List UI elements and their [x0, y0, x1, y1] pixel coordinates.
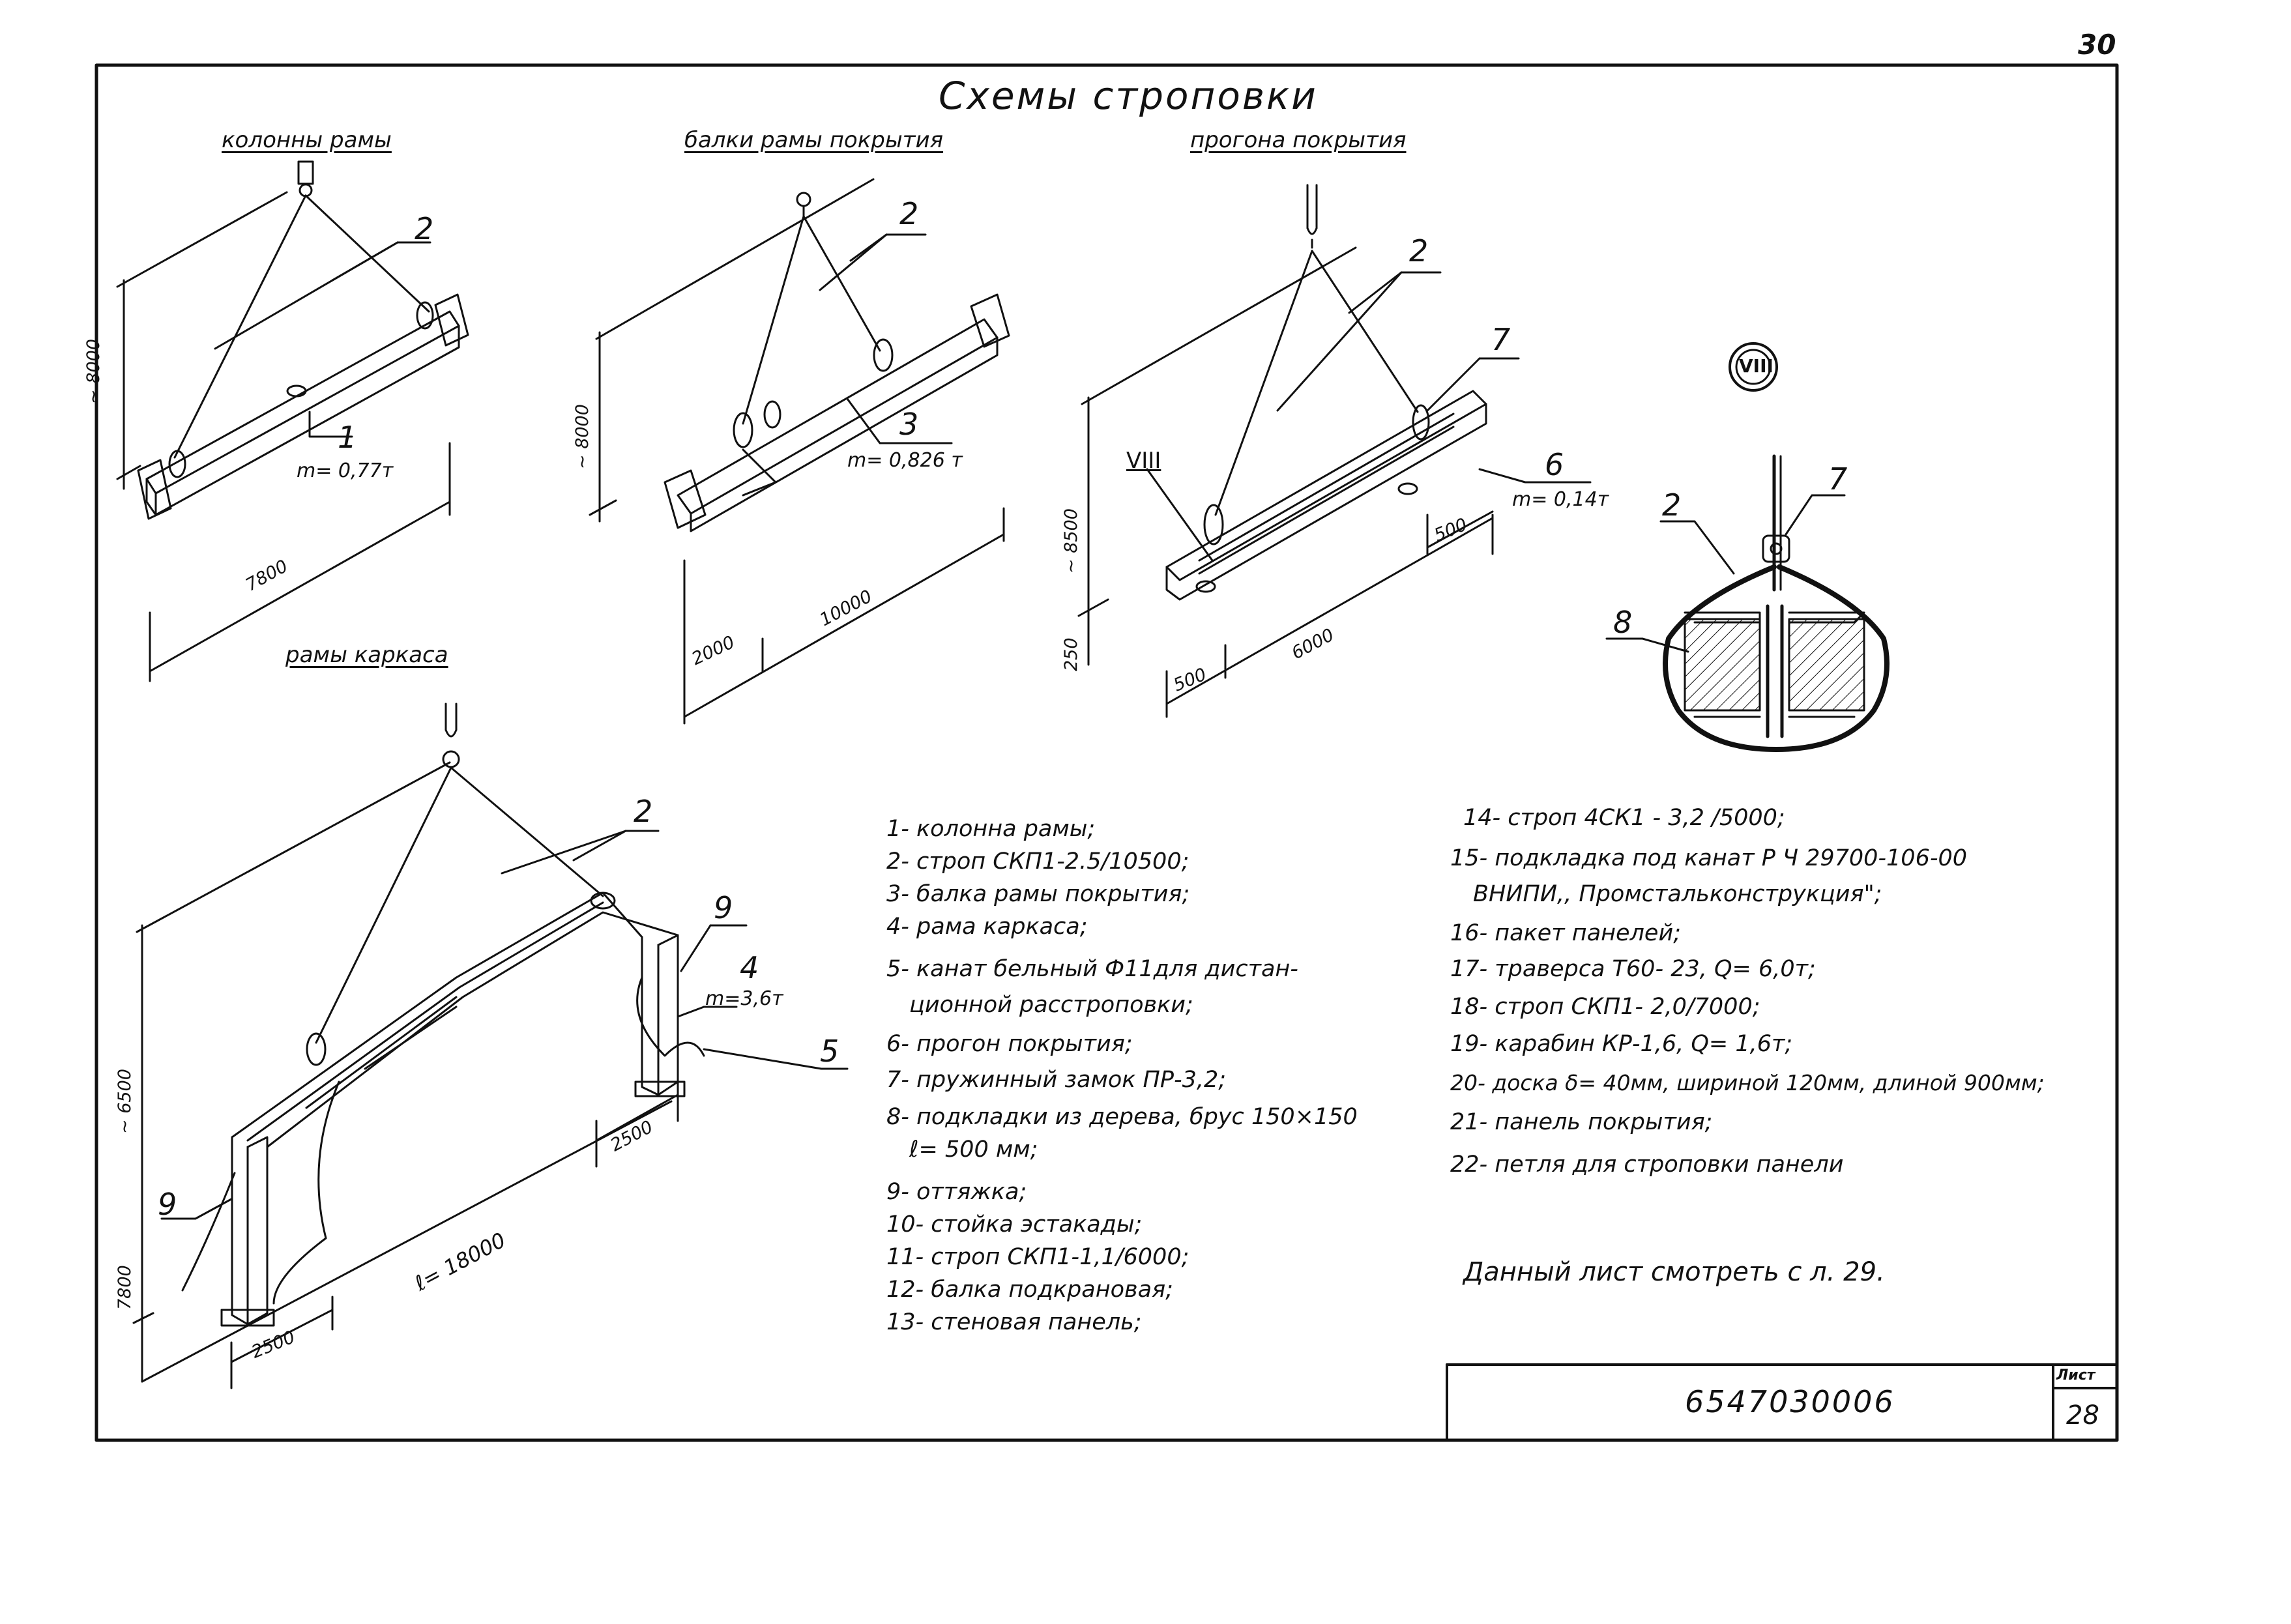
frame-scheme-drawing: [132, 703, 849, 1389]
legend-left-item: 1- колонна рамы;: [886, 816, 1096, 842]
legend-right-item: 22- петля для строповки панели: [1450, 1152, 1844, 1178]
frame-callout-2: 2: [634, 794, 653, 829]
legend-left-item: 10- стойка эстакады;: [886, 1211, 1143, 1238]
frame-callout-9-right: 9: [714, 890, 733, 925]
frame-callout-9-left: 9: [158, 1187, 177, 1222]
detail-viii-marker: VIII: [1739, 355, 1773, 377]
detail-viii-drawing: [1605, 342, 1890, 752]
detail-callout-8: 8: [1613, 605, 1633, 640]
legend-right-item: 21- панель покрытия;: [1450, 1109, 1713, 1135]
beam-scheme-drawing: [589, 178, 1010, 725]
detail-callout-7: 7: [1828, 461, 1848, 497]
frame-dim-column: 7800: [115, 1265, 135, 1310]
frame-mass: m=3,6т: [705, 987, 783, 1010]
beam-dim-height: ~ 8000: [572, 404, 592, 469]
column-scheme-title: колонны рамы: [222, 127, 392, 153]
beam-mass: m= 0,826 т: [847, 449, 963, 472]
purlin-callout-6: 6: [1545, 447, 1564, 482]
legend-left-item: 8- подкладки из дерева, брус 150×150: [886, 1104, 1358, 1130]
purlin-mass: m= 0,14т: [1512, 488, 1609, 511]
legend-left-item: 7- пружинный замок ПР-3,2;: [886, 1067, 1227, 1093]
legend-left-item: 9- оттяжка;: [886, 1179, 1027, 1205]
purlin-callout-2: 2: [1409, 233, 1429, 268]
column-scheme-drawing: [116, 160, 469, 682]
column-dim-height: ~ 8000: [83, 339, 104, 404]
legend-left-item: ционной расстроповки;: [909, 992, 1193, 1018]
purlin-dim-250: 250: [1061, 637, 1081, 671]
frame-callout-4: 4: [740, 950, 759, 985]
purlin-dim-height: ~ 8500: [1061, 508, 1081, 573]
page-title: Схемы строповки: [939, 74, 1318, 118]
purlin-callout-viii: VIII: [1126, 448, 1161, 474]
legend-right-item: 18- строп СКП1- 2,0/7000;: [1450, 994, 1760, 1020]
purlin-scheme-title: прогона покрытия: [1190, 127, 1407, 153]
beam-callout-2: 2: [899, 196, 919, 231]
detail-callout-2: 2: [1662, 487, 1682, 523]
title-block: [1446, 1363, 2118, 1442]
legend-left-item: ℓ= 500 мм;: [909, 1137, 1038, 1163]
beam-callout-3: 3: [899, 407, 919, 442]
frame-callout-5: 5: [820, 1034, 839, 1069]
legend-left-item: 13- стеновая панель;: [886, 1309, 1142, 1335]
legend-right-item: 19- карабин КР-1,6, Q= 1,6т;: [1450, 1031, 1793, 1057]
legend-left-item: 5- канат бельный Ф11для дистан-: [886, 956, 1298, 982]
legend-left-item: 4- рама каркаса;: [886, 914, 1088, 940]
list-number: 28: [2066, 1400, 2099, 1430]
frame-dim-height: ~ 6500: [115, 1069, 135, 1134]
legend-right-item: 17- траверса Т60- 23, Q= 6,0т;: [1450, 956, 1816, 982]
column-callout-2: 2: [415, 211, 434, 246]
legend-right-item: 15- подкладка под канат Р Ч 29700-106-00: [1450, 845, 1968, 871]
legend-right-item: 20- доска δ= 40мм, шириной 120мм, длиной…: [1450, 1070, 2045, 1095]
beam-scheme-title: балки рамы покрытия: [684, 127, 944, 153]
doc-code: 6547030006: [1685, 1384, 1895, 1419]
column-mass: m= 0,77т: [297, 459, 394, 482]
legend-left-item: 12- балка подкрановая;: [886, 1277, 1173, 1303]
legend-left-item: 6- прогон покрытия;: [886, 1031, 1133, 1057]
purlin-scheme-drawing: [1077, 184, 1592, 718]
frame-scheme-title: рамы каркаса: [285, 642, 448, 668]
reference-note: Данный лист смотреть с л. 29.: [1463, 1257, 1885, 1287]
legend-left-item: 3- балка рамы покрытия;: [886, 881, 1190, 907]
legend-left-item: 2- строп СКП1-2.5/10500;: [886, 848, 1189, 875]
legend-left-item: 11- строп СКП1-1,1/6000;: [886, 1244, 1189, 1270]
legend-right-item: ВНИПИ,, Промстальконструкция";: [1473, 881, 1882, 907]
purlin-callout-7: 7: [1491, 322, 1511, 357]
list-label: Лист: [2056, 1367, 2095, 1384]
sheet-frame: [95, 63, 2119, 1442]
legend-right-item: 16- пакет панелей;: [1450, 920, 1681, 946]
legend-right-item: 14- строп 4СК1 - 3,2 /5000;: [1463, 805, 1785, 831]
column-callout-1: 1: [338, 420, 357, 455]
sheet-number: 30: [2078, 29, 2116, 61]
